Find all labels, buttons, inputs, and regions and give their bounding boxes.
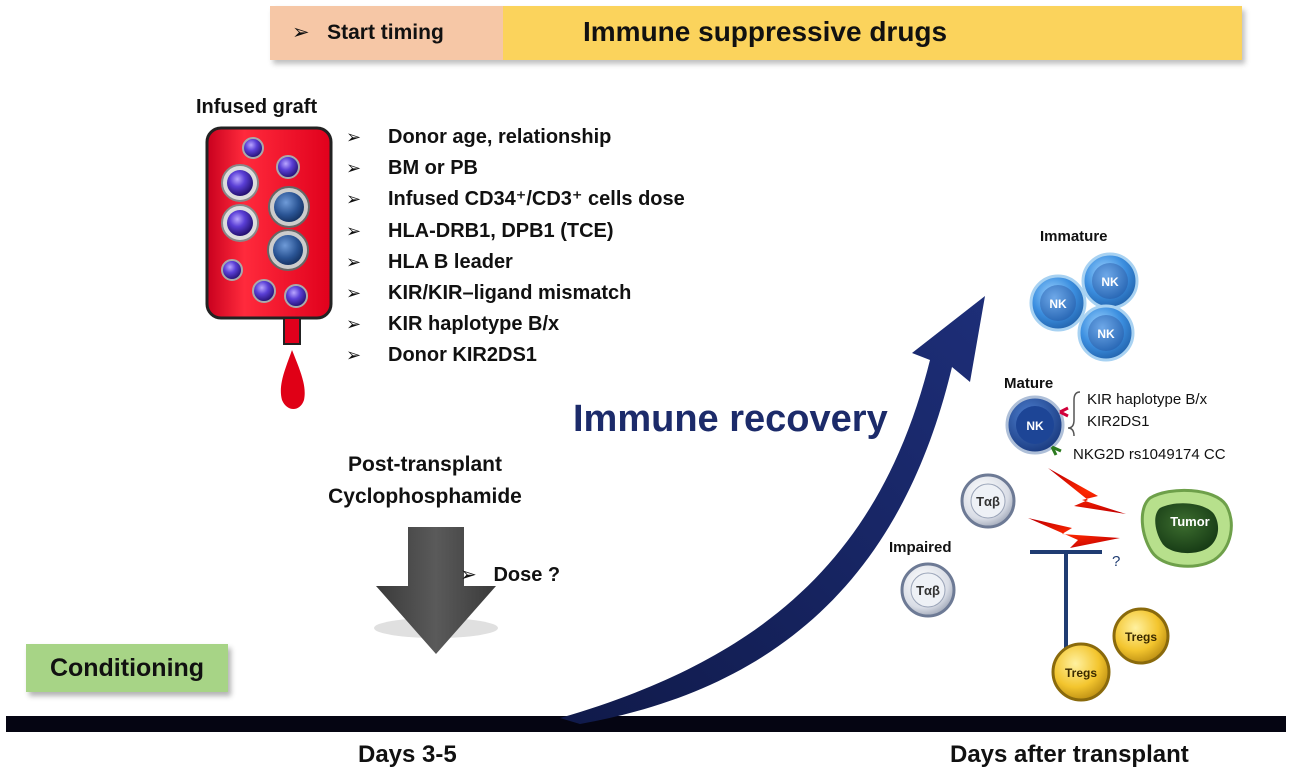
graft-cell-icon bbox=[221, 259, 243, 281]
graft-large-cell-icon bbox=[268, 186, 310, 228]
immature-label: Immature bbox=[1040, 228, 1108, 245]
list-item: ➢HLA-DRB1, DPB1 (TCE) bbox=[346, 216, 685, 247]
impaired-t-cell-icon bbox=[900, 562, 956, 618]
nkg2d-label: NKG2D rs1049174 CC bbox=[1073, 446, 1226, 463]
treg-label: Tregs bbox=[1125, 630, 1157, 644]
treg-cell-icon bbox=[1051, 642, 1111, 702]
graft-cell-icon bbox=[252, 279, 276, 303]
immature-nk-cells-icon bbox=[1029, 252, 1139, 362]
list-item: ➢HLA B leader bbox=[346, 247, 685, 278]
kir-haplotype-label: KIR haplotype B/x bbox=[1087, 391, 1208, 408]
tumor-label: Tumor bbox=[1170, 514, 1209, 529]
down-arrow-icon bbox=[374, 527, 498, 654]
bullet-arrow-icon: ➢ bbox=[346, 158, 362, 179]
mature-nk-cell-icon bbox=[1005, 391, 1081, 456]
list-item: ➢KIR haplotype B/x bbox=[346, 309, 685, 340]
impaired-t-cell-label: Tαβ bbox=[916, 583, 940, 598]
bullet-arrow-icon: ➢ bbox=[460, 564, 477, 586]
graft-cell-icon bbox=[242, 137, 264, 159]
days-after-transplant-label: Days after transplant bbox=[950, 741, 1189, 768]
list-item: ➢Donor KIR2DS1 bbox=[346, 340, 685, 371]
graft-large-cell-icon bbox=[221, 164, 259, 202]
t-cell-icon bbox=[960, 473, 1016, 529]
nk-cell-label: NK bbox=[1049, 297, 1067, 311]
list-item: ➢BM or PB bbox=[346, 153, 685, 184]
tumor-cell-icon bbox=[1140, 488, 1233, 568]
bullet-arrow-icon: ➢ bbox=[346, 220, 362, 241]
bullet-arrow-icon: ➢ bbox=[346, 251, 362, 272]
inhibition-question-label: ? bbox=[1112, 553, 1120, 570]
immune-recovery-arrow-icon bbox=[560, 296, 985, 724]
graft-cell-icon bbox=[276, 155, 300, 179]
list-item: ➢Infused CD34⁺/CD3⁺ cells dose bbox=[346, 184, 685, 215]
timeline-banner: ➢ Start timing Immune suppressive drugs bbox=[270, 6, 1242, 60]
mature-label: Mature bbox=[1004, 375, 1054, 392]
bullet-arrow-icon: ➢ bbox=[346, 345, 362, 366]
impaired-label: Impaired bbox=[889, 539, 952, 556]
treg-cell-icon bbox=[1112, 607, 1170, 665]
t-cell-label: Tαβ bbox=[976, 494, 1000, 509]
list-item: ➢KIR/KIR–ligand mismatch bbox=[346, 278, 685, 309]
graft-large-cell-icon bbox=[221, 204, 259, 242]
ptcy-line-1: Post-transplant bbox=[347, 453, 502, 476]
graft-cell-icon bbox=[284, 284, 308, 308]
nk-cell-label: NK bbox=[1101, 275, 1119, 289]
nk-cell-label: NK bbox=[1097, 327, 1115, 341]
days-3-5-label: Days 3-5 bbox=[358, 741, 457, 768]
list-item: ➢Donor age, relationship bbox=[346, 122, 685, 153]
kir2ds1-label: KIR2DS1 bbox=[1087, 413, 1150, 430]
bullet-arrow-icon: ➢ bbox=[292, 21, 310, 44]
blood-bag-icon bbox=[205, 126, 333, 409]
bullet-arrow-icon: ➢ bbox=[346, 189, 362, 210]
dose-label: Dose ? bbox=[493, 564, 561, 586]
immune-suppressive-drugs-label: Immune suppressive drugs bbox=[583, 16, 948, 47]
inhibition-bar-icon bbox=[1030, 550, 1102, 650]
infused-graft-title: Infused graft bbox=[196, 96, 318, 118]
mature-nk-cell-label: NK bbox=[1026, 419, 1044, 433]
graft-factor-list: ➢Donor age, relationship ➢BM or PB ➢Infu… bbox=[346, 122, 685, 372]
start-timing-box: ➢ Start timing bbox=[270, 6, 503, 60]
bullet-arrow-icon: ➢ bbox=[346, 283, 362, 304]
cytotoxicity-bolt-icon bbox=[1028, 468, 1126, 548]
immune-suppressive-drugs-box: Immune suppressive drugs bbox=[503, 6, 1242, 60]
bullet-arrow-icon: ➢ bbox=[346, 314, 362, 335]
graft-large-cell-icon bbox=[267, 229, 309, 271]
conditioning-box: Conditioning bbox=[26, 644, 228, 692]
ptcy-label: Post-transplant Cyclophosphamide bbox=[290, 449, 560, 513]
immune-recovery-label: Immune recovery bbox=[573, 398, 888, 440]
start-timing-label: Start timing bbox=[327, 21, 444, 44]
bullet-arrow-icon: ➢ bbox=[346, 127, 362, 147]
treg-label: Tregs bbox=[1065, 666, 1097, 680]
timeline-axis bbox=[6, 716, 1286, 732]
ptcy-line-2: Cyclophosphamide bbox=[328, 485, 522, 508]
dose-label-row: ➢ Dose ? bbox=[460, 562, 560, 587]
